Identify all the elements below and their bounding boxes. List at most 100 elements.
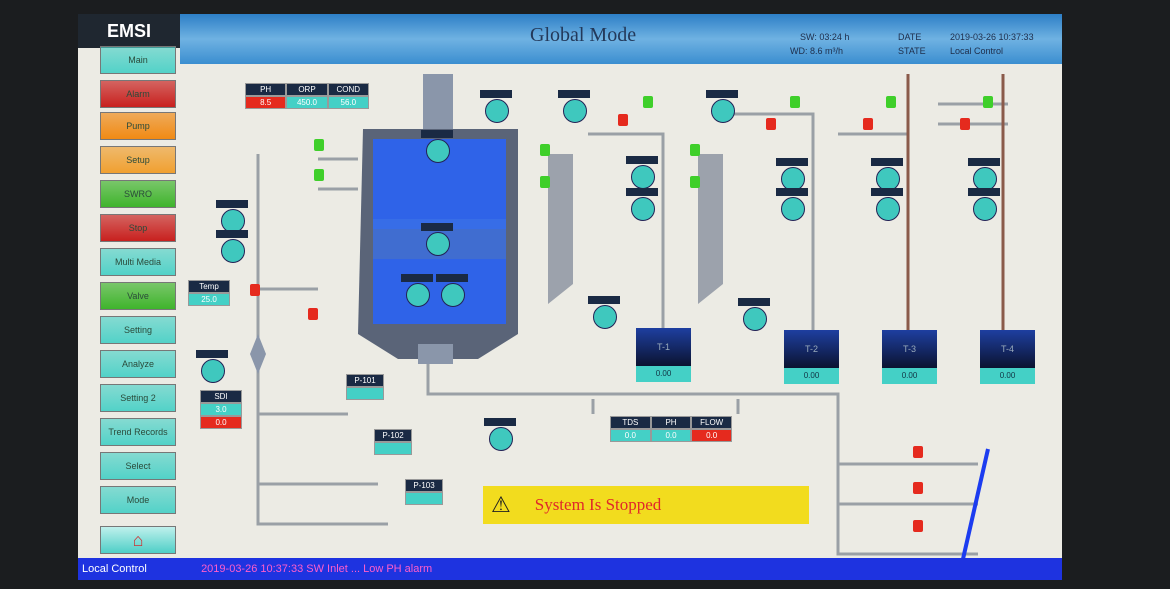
page-title: Global Mode <box>530 24 637 46</box>
sidebar-item[interactable]: Setting <box>100 316 176 344</box>
tag-value: 25.0 <box>188 293 230 306</box>
home-button[interactable]: ⌂ <box>100 526 176 554</box>
valve-icon[interactable] <box>308 308 318 320</box>
valve-icon[interactable] <box>618 114 628 126</box>
gauge-icon[interactable] <box>968 158 1000 192</box>
info: WD: 8.6 m³/h <box>790 46 844 56</box>
pump-label: P-103 <box>405 479 443 492</box>
gauge-icon[interactable] <box>776 188 808 222</box>
pump-label: P-102 <box>374 429 412 442</box>
valve-icon[interactable] <box>983 96 993 108</box>
sidebar-item-label: Setup <box>126 155 150 165</box>
tag-header: SDI <box>200 390 242 403</box>
sidebar-item-label: Setting <box>123 325 153 335</box>
gauge-icon[interactable] <box>421 130 453 164</box>
valve-icon[interactable] <box>766 118 776 130</box>
valve-icon[interactable] <box>886 96 896 108</box>
sidebar-item-label: Mode <box>126 495 150 505</box>
gauge-icon[interactable] <box>401 274 433 308</box>
sidebar-item[interactable]: Valve <box>100 282 176 310</box>
sidebar-item-label: Trend Records <box>108 427 168 437</box>
gauge-icon[interactable] <box>484 418 516 452</box>
valve-icon[interactable] <box>790 96 800 108</box>
sidebar-item-label: Setting 2 <box>120 393 156 403</box>
valve-icon[interactable] <box>540 176 550 188</box>
gauge-icon[interactable] <box>588 296 620 330</box>
tank-label: T-3 <box>902 344 916 354</box>
datetime: 2019-03-26 10:37:33 <box>950 32 1034 42</box>
sidebar-item[interactable]: Pump <box>100 112 176 140</box>
gauge-icon[interactable] <box>871 158 903 192</box>
gauge-icon[interactable] <box>626 188 658 222</box>
pump-tag: P-103 <box>405 479 443 505</box>
gauge-icon[interactable] <box>436 274 468 308</box>
valve-icon[interactable] <box>643 96 653 108</box>
sidebar-item[interactable]: Setup <box>100 146 176 174</box>
pump-label: P-101 <box>346 374 384 387</box>
tank-value: 0.00 <box>784 368 839 384</box>
sidebar-item-label: Analyze <box>121 359 155 369</box>
valve-icon[interactable] <box>913 446 923 458</box>
tag-header: PH <box>245 83 287 96</box>
hmi-screen: EMSI Global Mode SW: 03:24 h WD: 8.6 m³/… <box>78 14 1062 580</box>
sidebar-item[interactable]: Mode <box>100 486 176 514</box>
valve-icon[interactable] <box>960 118 970 130</box>
tag-header: COND <box>327 83 369 96</box>
sidebar-item[interactable]: Multi Media <box>100 248 176 276</box>
sidebar-item-label: Stop <box>128 223 148 233</box>
tank-label: T-4 <box>1000 344 1014 354</box>
tank-value: 0.00 <box>636 366 691 382</box>
gauge-icon[interactable] <box>871 188 903 222</box>
tag-header: TDS <box>610 416 651 429</box>
gauge-icon[interactable] <box>196 350 228 384</box>
sidebar-item[interactable]: Main <box>100 46 176 74</box>
valve-icon[interactable] <box>250 284 260 296</box>
gauge-icon[interactable] <box>776 158 808 192</box>
tag-value: 450.0 <box>286 96 328 109</box>
gauge-icon[interactable] <box>558 90 590 124</box>
valve-icon[interactable] <box>690 144 700 156</box>
state: Local Control <box>950 46 1004 56</box>
alarm-message: 2019-03-26 10:37:33 SW Inlet ... Low PH … <box>201 563 433 575</box>
gauge-icon[interactable] <box>480 90 512 124</box>
sidebar-item[interactable]: Select <box>100 452 176 480</box>
status-bar: Local Control 2019-03-26 10:37:33 SW Inl… <box>78 558 1062 580</box>
control-mode: Local Control <box>82 563 147 575</box>
sidebar-item[interactable]: SWRO <box>100 180 176 208</box>
sidebar-item[interactable]: Analyze <box>100 350 176 378</box>
sidebar-item[interactable]: Stop <box>100 214 176 242</box>
valve-icon[interactable] <box>913 482 923 494</box>
gauge-icon[interactable] <box>421 223 453 257</box>
gauge-icon[interactable] <box>738 298 770 332</box>
valve-icon[interactable] <box>913 520 923 532</box>
valve-icon[interactable] <box>690 176 700 188</box>
sidebar-item-label: Alarm <box>126 89 150 99</box>
gauge-icon[interactable] <box>968 188 1000 222</box>
tag-header: PH <box>650 416 692 429</box>
tag-value: 0.0 <box>691 429 733 442</box>
sidebar-item[interactable]: Trend Records <box>100 418 176 446</box>
sidebar-item-label: Select <box>125 461 151 471</box>
sidebar-item[interactable]: Alarm <box>100 80 176 108</box>
valve-icon[interactable] <box>314 139 324 151</box>
home-icon: ⌂ <box>132 529 144 550</box>
valve-icon[interactable] <box>540 144 550 156</box>
sidebar-item[interactable]: Setting 2 <box>100 384 176 412</box>
gauge-icon[interactable] <box>626 156 658 190</box>
sidebar-item-label: SWRO <box>124 189 152 199</box>
tag-value: 8.5 <box>245 96 287 109</box>
gauge-icon[interactable] <box>216 230 248 264</box>
gauge-icon[interactable] <box>706 90 738 124</box>
gauge-icon[interactable] <box>216 200 248 234</box>
pump-tag: P-101 <box>346 374 384 400</box>
tag-header: ORP <box>286 83 328 96</box>
valve-icon[interactable] <box>863 118 873 130</box>
valve-icon[interactable] <box>314 169 324 181</box>
sidebar-item-label: Valve <box>127 291 149 301</box>
